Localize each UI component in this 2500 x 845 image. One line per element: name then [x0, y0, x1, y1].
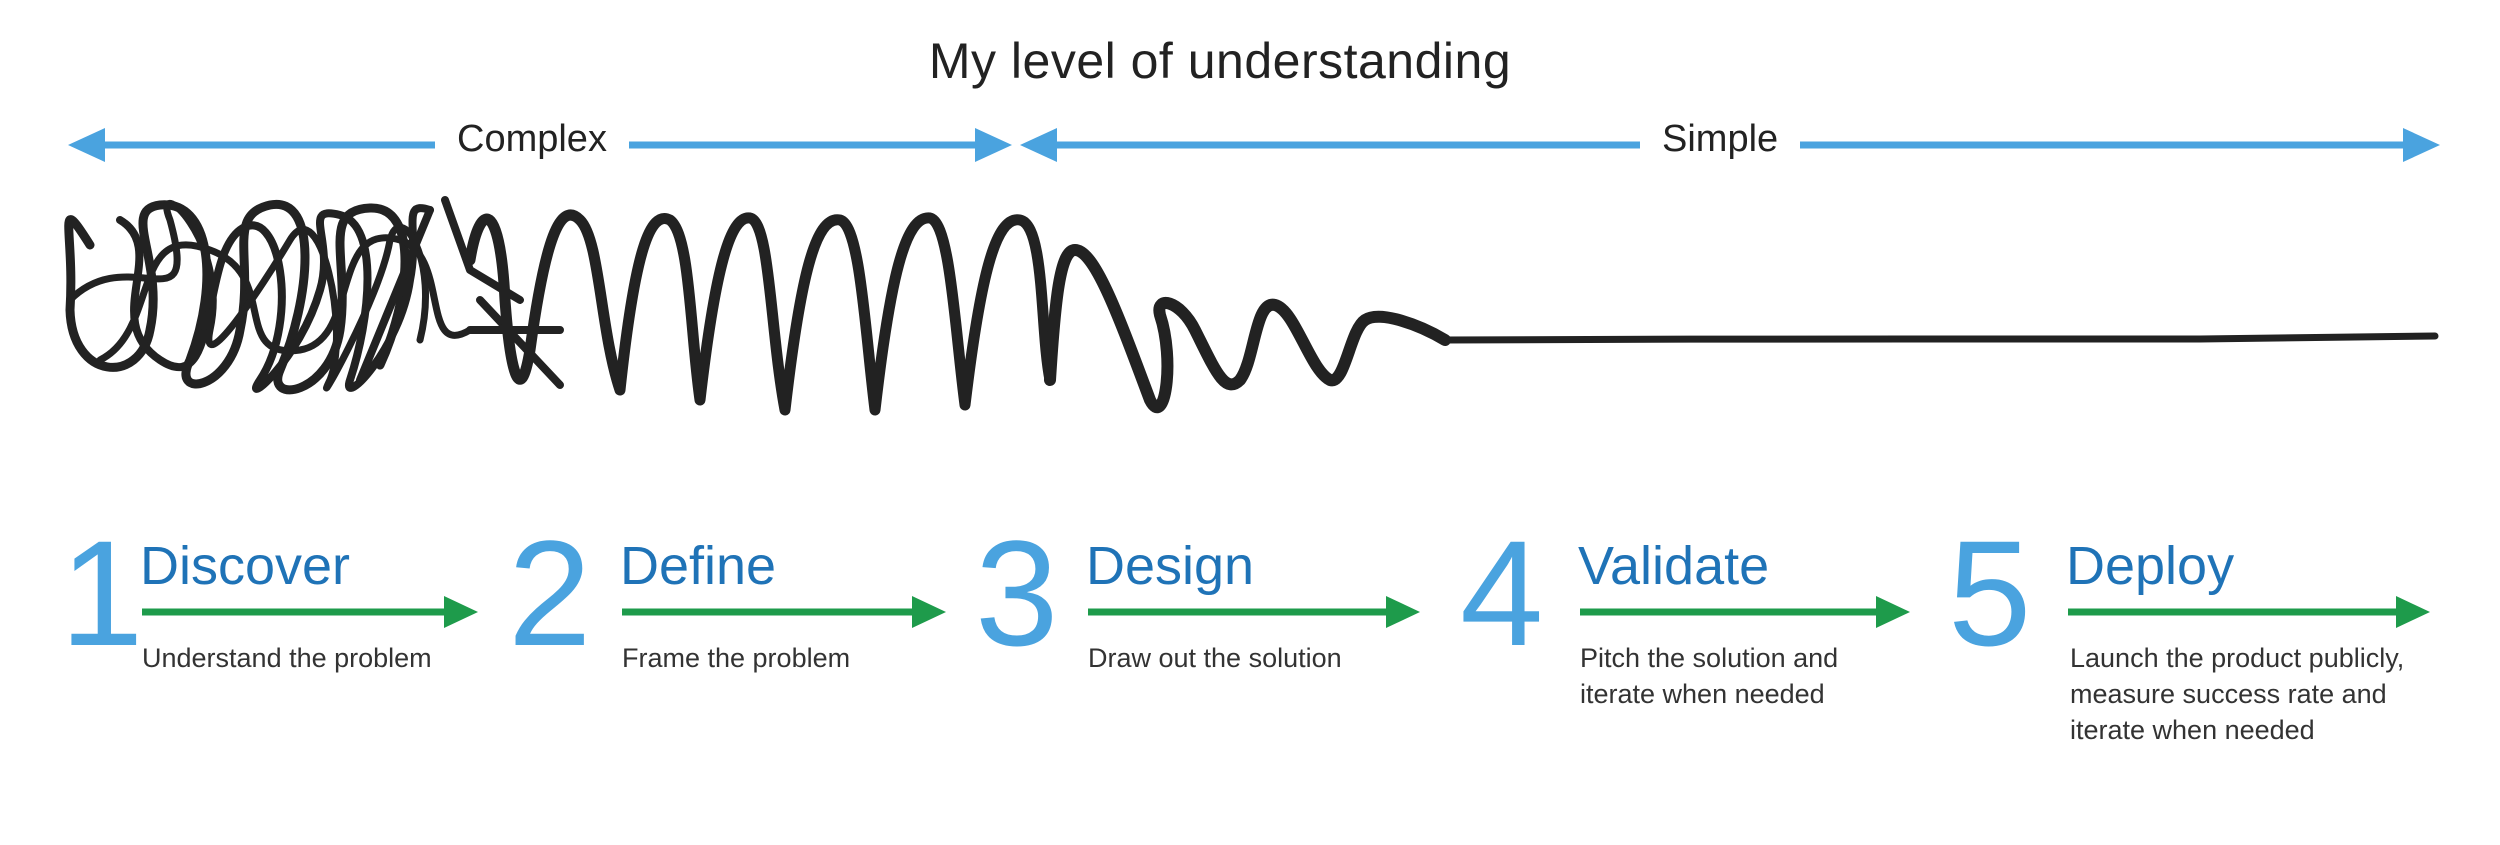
simple-arrow-left-head: [1020, 128, 1057, 162]
scribble-waves: [464, 209, 1056, 416]
step-1-arrow-head: [444, 596, 478, 628]
step-4-number: 4: [1460, 509, 1544, 677]
scribble-tangle-4: [96, 234, 474, 364]
step-2-number: 2: [508, 509, 592, 677]
scribble-tangle-1: [64, 199, 410, 395]
step-2-description: Frame the problem: [622, 643, 851, 673]
step-5-arrow-head: [2396, 596, 2430, 628]
scribble-cross: [356, 196, 564, 389]
complex-arrow-right-head: [975, 128, 1012, 162]
step-3-name: Design: [1086, 536, 1255, 596]
step-2-name: Define: [620, 536, 777, 596]
step-5-name: Deploy: [2066, 536, 2235, 596]
step-1-name: Discover: [140, 536, 351, 596]
scribble-taper: [1044, 244, 1451, 414]
complex-arrow-left-head: [68, 128, 105, 162]
step-3-number: 3: [975, 509, 1059, 677]
complex-label: Complex: [435, 118, 629, 161]
diagram-title: My level of understanding: [928, 33, 1512, 89]
step-4-name: Validate: [1578, 536, 1770, 596]
simple-arrow-right-head: [2403, 128, 2440, 162]
step-5-description: Launch the product publicly, measure suc…: [2070, 643, 2405, 745]
step-3-description: Draw out the solution: [1088, 643, 1342, 673]
step-4-arrow-head: [1876, 596, 1910, 628]
step-4-description: Pitch the solution and iterate when need…: [1580, 643, 1839, 709]
scribble-flatline: [1441, 332, 2439, 344]
step-5-number: 5: [1948, 509, 2032, 677]
step-2-arrow-head: [912, 596, 946, 628]
simple-label: Simple: [1640, 118, 1801, 161]
scribble-tangle-3: [66, 199, 429, 392]
step-1-number: 1: [60, 509, 144, 677]
step-1-description: Understand the problem: [142, 643, 432, 673]
step-3-arrow-head: [1386, 596, 1420, 628]
